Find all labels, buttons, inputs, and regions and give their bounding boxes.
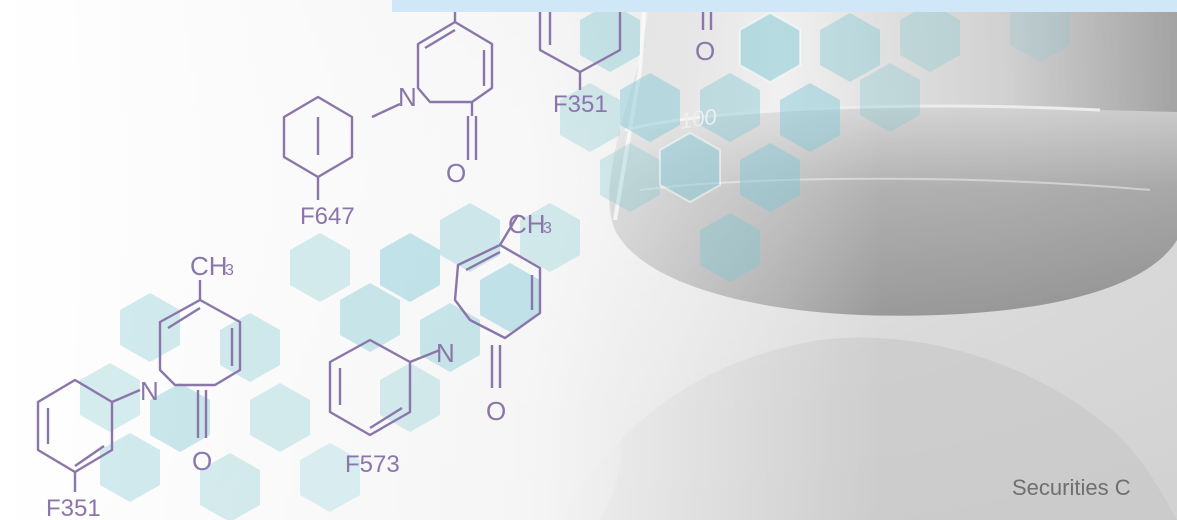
compound-label-f647: F647 xyxy=(300,203,355,230)
atom-o-label: O xyxy=(486,396,506,426)
compound-label-f351-bottom: F351 xyxy=(46,495,101,520)
atom-o-label: O xyxy=(192,446,212,476)
atom-n-label: N xyxy=(140,376,159,406)
compound-label-f573: F573 xyxy=(345,451,400,478)
atom-n-label: N xyxy=(398,82,417,112)
top-band xyxy=(392,0,1177,12)
subscript-3-label: 3 xyxy=(543,220,552,237)
substituent-ch3-label: CH xyxy=(190,251,228,281)
flask-graduation-label: 100 xyxy=(678,104,719,134)
atom-o-label: O xyxy=(695,36,715,66)
subscript-3-label: 3 xyxy=(225,262,234,279)
substituent-ch3-label: CH xyxy=(508,209,546,239)
footer-text: Securities C xyxy=(1012,475,1131,500)
compound-label-f351-top: F351 xyxy=(553,91,608,118)
atom-o-label: O xyxy=(446,158,466,188)
atom-n-label: N xyxy=(436,338,455,368)
